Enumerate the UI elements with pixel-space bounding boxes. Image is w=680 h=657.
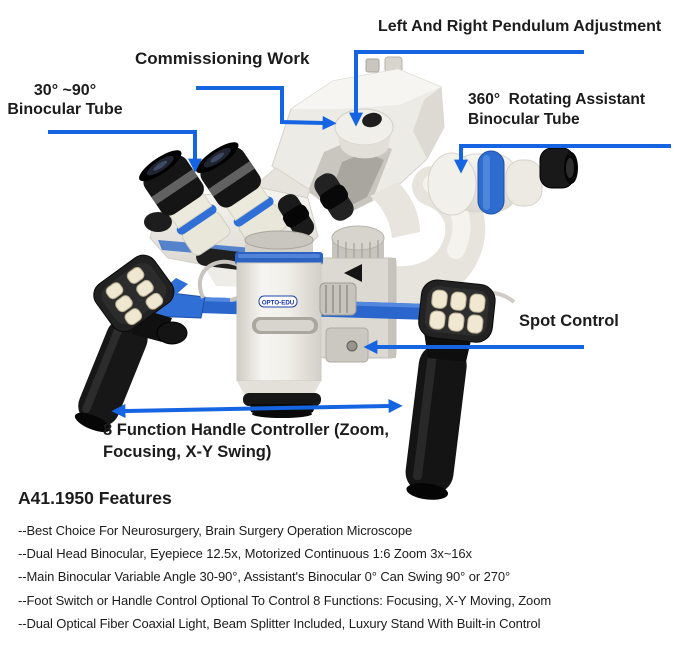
assistant-binocular-tube: [427, 147, 578, 216]
assistant-binocular-label-line1: 360° Rotating Assistant: [468, 91, 646, 108]
feature-item: --Dual Optical Fiber Coaxial Light, Beam…: [18, 615, 541, 631]
binocular-tube-label-line1: 30° ~90°: [33, 82, 97, 99]
features-heading: A41.1950 Features: [18, 488, 172, 508]
feature-item: --Dual Head Binocular, Eyepiece 12.5x, M…: [18, 546, 472, 562]
feature-item: --Best Choice For Neurosurgery, Brain Su…: [18, 523, 413, 538]
annotation-arrows: [48, 50, 671, 418]
left-handle-controller: [74, 254, 188, 433]
features-section: A41.1950 Features --Best Choice For Neur…: [18, 488, 668, 635]
handle-controller-label: 8 Function Handle Controller (Zoom, Focu…: [103, 419, 389, 463]
assistant-eyepiece: [539, 147, 578, 189]
pendulum-adjustment-label: Left And Right Pendulum Adjustment: [378, 18, 662, 35]
binocular-tube-label: 30° ~90° Binocular Tube: [0, 81, 130, 119]
brand-plate: [258, 295, 298, 308]
assistant-binocular-label: 360° Rotating Assistant Binocular Tube: [468, 90, 645, 130]
feature-item: --Foot Switch or Handle Control Optional…: [18, 592, 552, 608]
right-handle-buttons: [418, 279, 496, 343]
arrow-commissioning-work: [196, 86, 337, 130]
assistant-binocular-label-line2: Binocular Tube: [468, 111, 580, 128]
arrow-binocular-tube: [48, 130, 202, 173]
arrow-pendulum-adjustment: [349, 50, 584, 127]
commissioning-work-label: Commissioning Work: [135, 49, 310, 68]
right-handle-controller: [405, 279, 496, 500]
handle-controller-label-line2: Focusing, X-Y Swing): [103, 443, 272, 461]
handle-knob: [156, 321, 188, 345]
adjustment-knobs: [277, 173, 354, 238]
pendulum-pivot-hole: [362, 112, 382, 128]
pendulum-head: [271, 56, 445, 215]
brand-label: OPTO-EDU: [262, 300, 295, 307]
alignment-triangle-marker: [344, 264, 362, 282]
arrow-handle-controller: [111, 399, 403, 418]
handle-controller-label-line1: 8 Function Handle Controller (Zoom,: [103, 421, 389, 439]
features-list: --Best Choice For Neurosurgery, Brain Su…: [18, 519, 668, 635]
left-handle-buttons: [93, 254, 175, 333]
objective-lens: [243, 393, 321, 418]
spot-control-label: Spot Control: [519, 312, 619, 330]
spot-control-screw: [346, 340, 358, 352]
feature-item: --Main Binocular Variable Angle 30-90°, …: [18, 569, 511, 585]
eyepiece-tube-right: [196, 142, 288, 248]
arrow-assistant-binocular: [454, 144, 671, 174]
binocular-tube-label-line2: Binocular Tube: [7, 101, 123, 118]
top-knob-small: [365, 58, 380, 73]
